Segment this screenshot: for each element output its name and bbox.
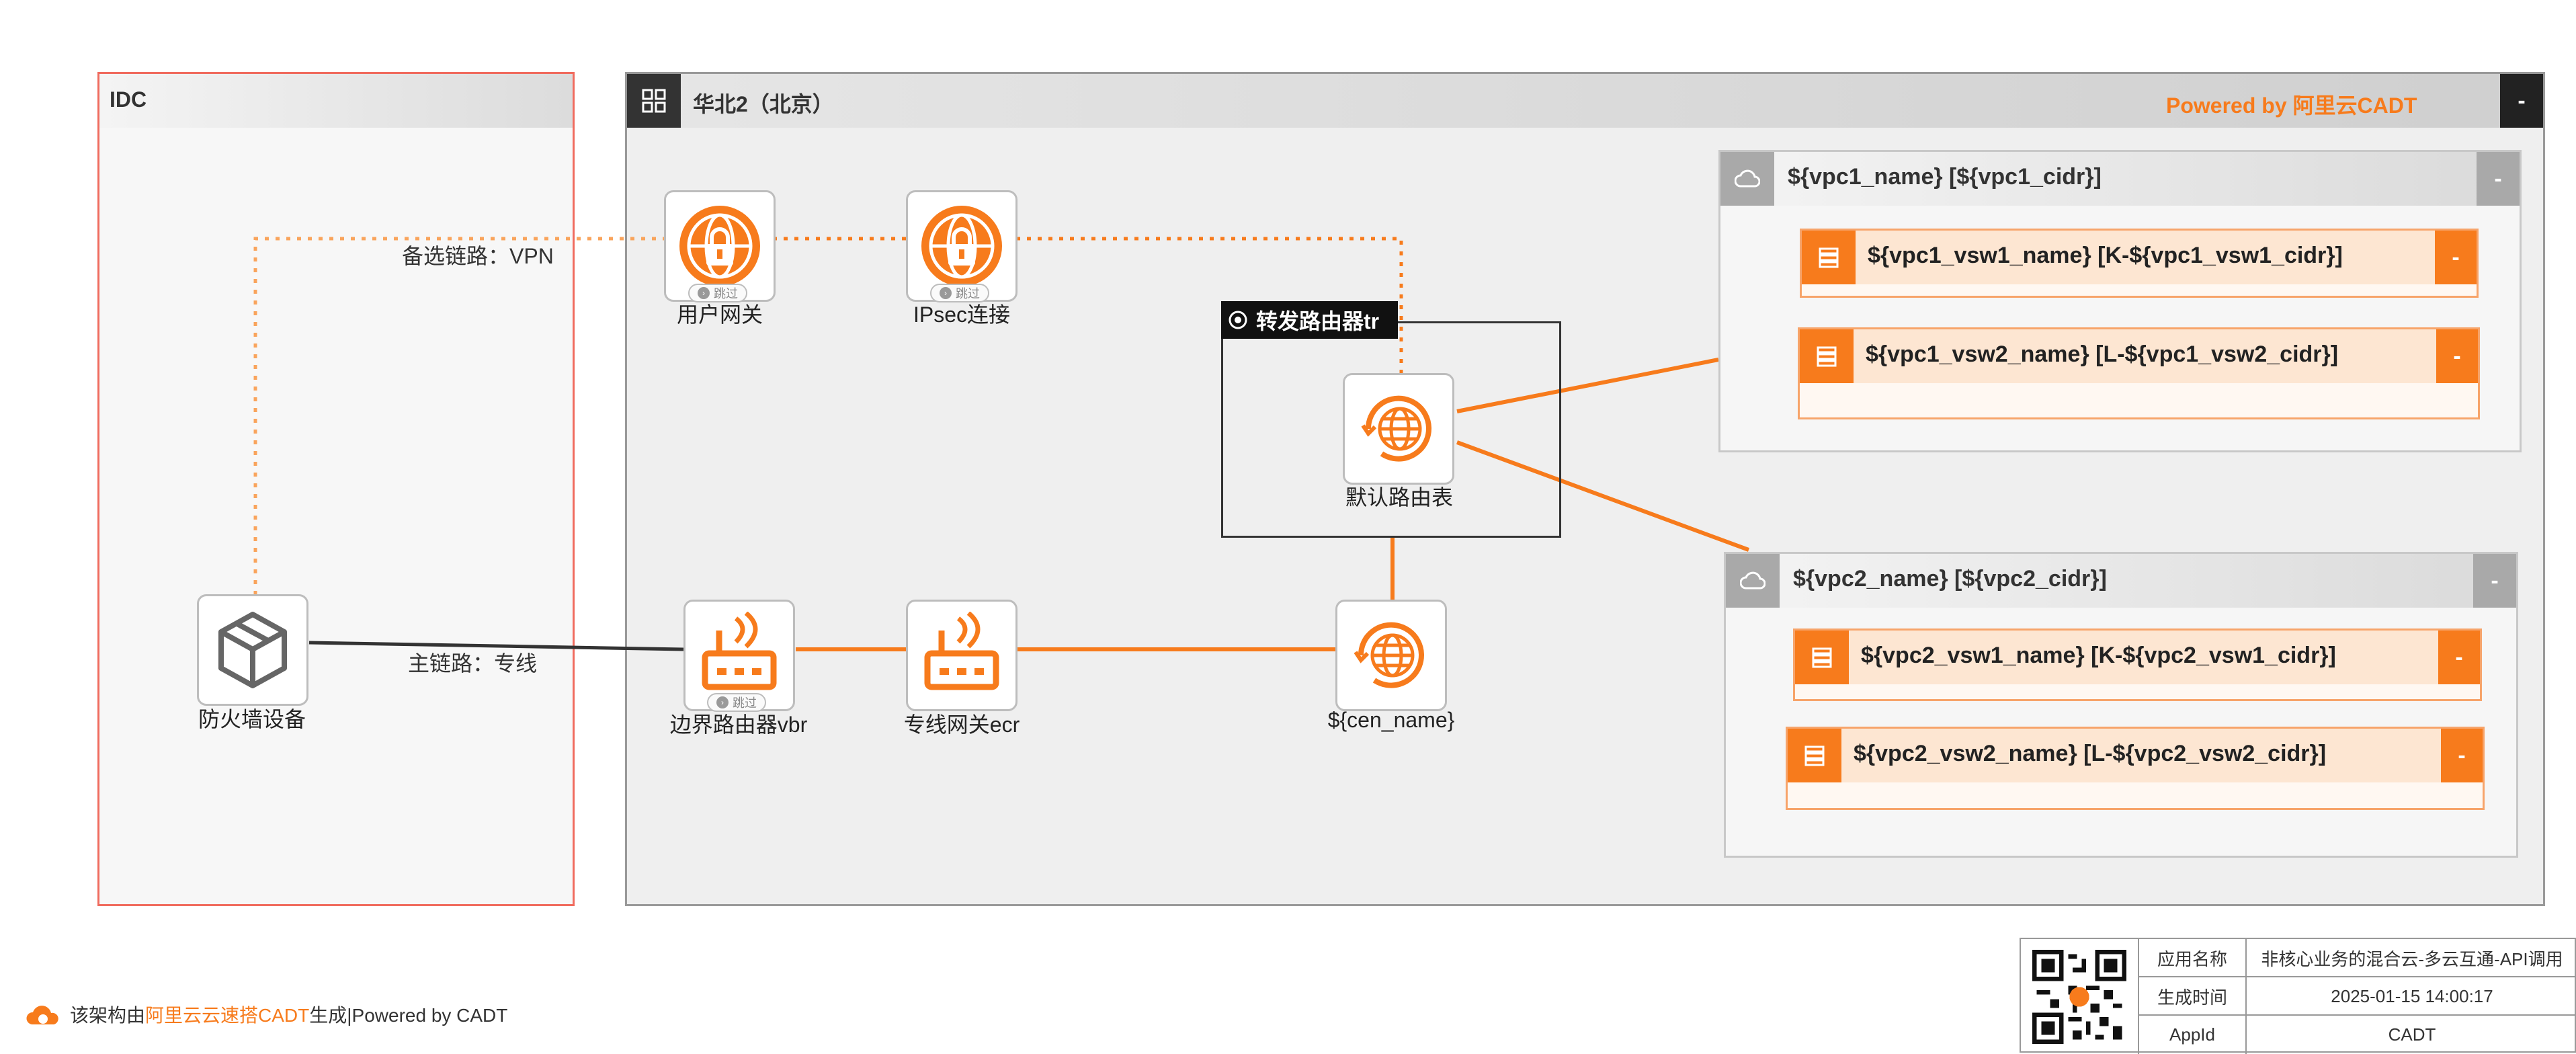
ipsec-skip-badge[interactable]: ›跳过 [930,284,989,302]
vswitch-icon [1800,329,1854,383]
vpc1-vsw2-header: ${vpc1_vsw2_name} [L-${vpc1_vsw2_cidr}] … [1800,329,2478,383]
time-value: 2025-01-15 14:00:17 [2331,986,2493,1006]
vbr-label: 边界路由器vbr [669,713,808,737]
ipsec-tr-line [1016,237,1403,374]
ipsec-lock-icon [921,206,1002,286]
info-row-time: 生成时间 2025-01-15 14:00:17 [2139,977,2576,1016]
vpc2-vsw1-box: ${vpc2_vsw1_name} [K-${vpc2_vsw1_cidr}] … [1793,629,2482,701]
user-gateway-label: 用户网关 [676,302,763,327]
vpc2-vsw1-collapse-button[interactable]: - [2438,631,2480,684]
ecr-node[interactable] [906,600,1017,711]
vpc2-vsw2-header: ${vpc2_vsw2_name} [L-${vpc2_vsw2_cidr}] … [1788,729,2483,782]
vswitch-icon [1795,631,1849,684]
user-gateway-skip-badge[interactable]: ›跳过 [688,284,747,302]
vpc1-vsw1-collapse-button[interactable]: - [2435,231,2477,284]
vswitch-icon [1788,729,1841,782]
vpc1-vsw2-collapse-button[interactable]: - [2436,329,2478,383]
vpc2-vsw2-box: ${vpc2_vsw2_name} [L-${vpc2_vsw2_cidr}] … [1786,727,2485,810]
vpc2-box: ${vpc2_name} [${vpc2_cidr}] - [1724,552,2518,858]
appid-value: CADT [2388,1024,2436,1045]
vpc2-header: ${vpc2_name} [${vpc2_cidr}] - [1726,554,2516,608]
footer-prefix: 该架构由 [70,1005,146,1026]
vswitch-icon [1802,231,1856,284]
vpc2-vsw2-title: ${vpc2_vsw2_name} [L-${vpc2_vsw2_cidr}] [1854,741,2327,766]
route-table-node[interactable] [1343,373,1454,485]
info-row-appid: AppId CADT [2139,1016,2576,1054]
skip-icon: › [716,696,729,708]
vpc2-vsw2-collapse-button[interactable]: - [2441,729,2483,782]
ipsec-label: IPsec连接 [913,302,1011,327]
route-globe-icon [1361,395,1431,462]
vpc2-collapse-button[interactable]: - [2473,554,2516,608]
vpc1-collapse-button[interactable]: - [2477,152,2520,206]
vpc1-vsw1-title: ${vpc1_vsw1_name} [K-${vpc1_vsw1_cidr}] [1868,243,2343,268]
firewall-cube-icon [218,612,287,688]
vpc1-vsw2-title: ${vpc1_vsw2_name} [L-${vpc1_vsw2_cidr}] [1866,341,2339,367]
qr-code-icon [2032,949,2126,1044]
route-table-label: 默认路由表 [1345,485,1454,510]
vpc1-title: ${vpc1_name} [${vpc1_cidr}] [1788,164,2102,190]
idc-header: IDC [99,74,573,128]
vpc-cloud-icon [1720,152,1774,206]
vbr-router-icon [702,612,777,690]
vpc1-vsw1-header: ${vpc1_vsw1_name} [K-${vpc1_vsw1_cidr}] … [1802,231,2477,284]
app-name-key: 应用名称 [2139,939,2247,977]
ecr-label: 专线网关ecr [903,713,1020,737]
vbr-skip-badge[interactable]: ›跳过 [707,693,766,712]
region-grid-icon [627,74,681,128]
firewall-node[interactable] [197,594,308,706]
vpc2-vsw1-header: ${vpc2_vsw1_name} [K-${vpc2_vsw1_cidr}] … [1795,631,2480,684]
idc-zone: IDC [97,72,575,906]
footer-brand-link[interactable]: 阿里云云速搭CADT [145,1005,310,1026]
vpc2-vsw1-title: ${vpc2_vsw1_name} [K-${vpc2_vsw1_cidr}] [1861,643,2336,668]
app-name-value: 非核心业务的混合云-多云互通-API调用 [2261,949,2563,969]
cen-node[interactable] [1335,600,1447,711]
region-header: 华北2（北京） Powered by 阿里云CADT - [627,74,2543,128]
region-collapse-button[interactable]: - [2500,74,2543,128]
info-row-app-name: 应用名称 非核心业务的混合云-多云互通-API调用 [2139,939,2576,977]
primary-line [308,641,685,651]
tr-vpc2-line [1456,440,1750,552]
region-title: 华北2（北京） [693,92,834,116]
footer-suffix: 生成|Powered by CADT [309,1005,508,1026]
vpc-cloud-icon [1726,554,1780,608]
firewall-label: 防火墙设备 [198,707,306,731]
router-icon [1229,311,1247,329]
cen-globe-icon [1354,622,1424,688]
primary-link-label: 主链路：专线 [408,651,538,676]
vbr-node[interactable] [683,600,795,711]
backup-vpn-line [253,237,665,595]
ecr-router-icon [924,612,999,690]
footer-note: 该架构由阿里云云速搭CADT生成|Powered by CADT [26,998,507,1031]
vpc1-vsw1-box: ${vpc1_vsw1_name} [K-${vpc1_vsw1_cidr}] … [1800,229,2479,298]
idc-title: IDC [110,87,147,112]
cadt-logo-icon [26,1006,58,1024]
skip-icon: › [940,287,952,299]
powered-by-label: Powered by 阿里云CADT [2166,93,2417,118]
appid-key: AppId [2139,1016,2247,1054]
transit-router-title: 转发路由器tr [1256,309,1380,333]
skip-icon: › [698,287,710,299]
vpc2-title: ${vpc2_name} [${vpc2_cidr}] [1793,566,2107,592]
gateway-lock-icon [679,206,760,286]
qr-code [2021,939,2139,1054]
transit-router-header: 转发路由器tr [1221,301,1398,339]
time-key: 生成时间 [2139,977,2247,1016]
backup-link-label: 备选链路：VPN [402,244,554,268]
vpc1-header: ${vpc1_name} [${vpc1_cidr}] - [1720,152,2520,206]
info-table: 应用名称 非核心业务的混合云-多云互通-API调用 生成时间 2025-01-1… [2020,938,2576,1054]
vpc1-vsw2-box: ${vpc1_vsw2_name} [L-${vpc1_vsw2_cidr}] … [1798,327,2480,419]
cen-label: ${cen_name} [1327,708,1455,732]
tr-vpc1-line [1456,358,1719,413]
